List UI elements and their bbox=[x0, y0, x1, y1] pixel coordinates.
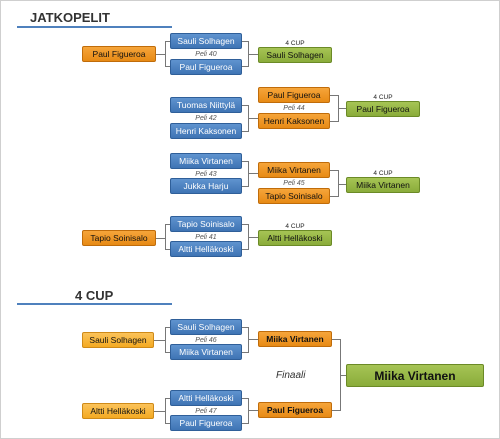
seed-player-box: Sauli Solhagen bbox=[82, 332, 154, 348]
player-box: Tapio Soinisalo bbox=[258, 188, 330, 204]
cup-label: 4 CUP bbox=[373, 94, 393, 101]
connector-line bbox=[330, 170, 338, 171]
seed-player-box: Altti Helläkoski bbox=[82, 403, 154, 419]
connector-line bbox=[154, 411, 165, 412]
game-label: Peli 46 bbox=[195, 337, 217, 344]
connector-line bbox=[165, 224, 166, 250]
section-rule-4-cup bbox=[17, 303, 172, 305]
player-box: Paul Figueroa bbox=[170, 59, 242, 75]
winner-box: Sauli Solhagen bbox=[258, 47, 332, 63]
connector-line bbox=[248, 410, 258, 411]
connector-line bbox=[242, 131, 248, 132]
game-label: Peli 47 bbox=[195, 408, 217, 415]
player-box: Paul Figueroa bbox=[258, 87, 330, 103]
connector-line bbox=[156, 238, 165, 239]
cup-label: 4 CUP bbox=[285, 40, 305, 47]
final-label: Finaali bbox=[276, 370, 306, 381]
connector-line bbox=[248, 161, 249, 187]
connector-line bbox=[242, 186, 248, 187]
connector-line bbox=[156, 54, 165, 55]
connector-line bbox=[165, 327, 170, 328]
bye-player-box: Paul Figueroa bbox=[82, 46, 156, 62]
connector-line bbox=[338, 184, 346, 185]
connector-line bbox=[242, 161, 248, 162]
player-box: Tuomas Niittylä bbox=[170, 97, 242, 113]
game-label: Peli 44 bbox=[283, 105, 305, 112]
player-box: Jukka Harju bbox=[170, 178, 242, 194]
connector-line bbox=[330, 121, 338, 122]
champion-box: Miika Virtanen bbox=[346, 364, 484, 387]
connector-line bbox=[242, 105, 248, 106]
section-rule-jatkopelit bbox=[17, 26, 172, 28]
player-box: Miika Virtanen bbox=[170, 344, 242, 360]
game-label: Peli 43 bbox=[195, 171, 217, 178]
player-box: Altti Helläkoski bbox=[170, 241, 242, 257]
connector-line bbox=[242, 66, 248, 67]
winner-box: Miika Virtanen bbox=[346, 177, 420, 193]
connector-line bbox=[248, 327, 249, 353]
player-box: Henri Kaksonen bbox=[258, 113, 330, 129]
connector-line bbox=[154, 340, 165, 341]
connector-line bbox=[165, 249, 170, 250]
cup-label: 4 CUP bbox=[373, 170, 393, 177]
connector-line bbox=[242, 224, 248, 225]
connector-line bbox=[242, 352, 248, 353]
player-box: Altti Helläkoski bbox=[170, 390, 242, 406]
game-label: Peli 41 bbox=[195, 234, 217, 241]
connector-line bbox=[165, 398, 170, 399]
connector-line bbox=[242, 249, 248, 250]
connector-line bbox=[248, 54, 258, 55]
player-box: Henri Kaksonen bbox=[170, 123, 242, 139]
winner-box: Paul Figueroa bbox=[346, 101, 420, 117]
player-box: Tapio Soinisalo bbox=[170, 216, 242, 232]
section-title-4-cup: 4 CUP bbox=[75, 288, 114, 303]
connector-line bbox=[242, 398, 248, 399]
connector-line bbox=[165, 66, 170, 67]
connector-line bbox=[338, 108, 346, 109]
connector-line bbox=[248, 173, 258, 174]
connector-line bbox=[248, 398, 249, 424]
connector-line bbox=[330, 95, 338, 96]
connector-line bbox=[242, 327, 248, 328]
winner-box: Altti Helläkoski bbox=[258, 230, 332, 246]
connector-line bbox=[165, 327, 166, 353]
player-box: Paul Figueroa bbox=[170, 415, 242, 431]
connector-line bbox=[340, 375, 346, 376]
connector-line bbox=[338, 170, 339, 197]
connector-line bbox=[242, 423, 248, 424]
connector-line bbox=[165, 423, 170, 424]
connector-line bbox=[248, 237, 258, 238]
connector-line bbox=[165, 352, 170, 353]
game-label: Peli 42 bbox=[195, 115, 217, 122]
connector-line bbox=[332, 339, 340, 340]
connector-line bbox=[248, 118, 258, 119]
connector-line bbox=[165, 41, 170, 42]
semifinal-winner-box: Miika Virtanen bbox=[258, 331, 332, 347]
connector-line bbox=[332, 410, 340, 411]
player-box: Sauli Solhagen bbox=[170, 33, 242, 49]
section-title-jatkopelit: JATKOPELIT bbox=[30, 10, 110, 25]
bye-player-box: Tapio Soinisalo bbox=[82, 230, 156, 246]
semifinal-winner-box: Paul Figueroa bbox=[258, 402, 332, 418]
game-label: Peli 45 bbox=[283, 180, 305, 187]
cup-label: 4 CUP bbox=[285, 223, 305, 230]
connector-line bbox=[330, 196, 338, 197]
player-box: Miika Virtanen bbox=[258, 162, 330, 178]
player-box: Sauli Solhagen bbox=[170, 319, 242, 335]
connector-line bbox=[165, 224, 170, 225]
connector-line bbox=[242, 41, 248, 42]
connector-line bbox=[165, 398, 166, 424]
game-label: Peli 40 bbox=[195, 51, 217, 58]
player-box: Miika Virtanen bbox=[170, 153, 242, 169]
connector-line bbox=[165, 41, 166, 67]
connector-line bbox=[248, 339, 258, 340]
